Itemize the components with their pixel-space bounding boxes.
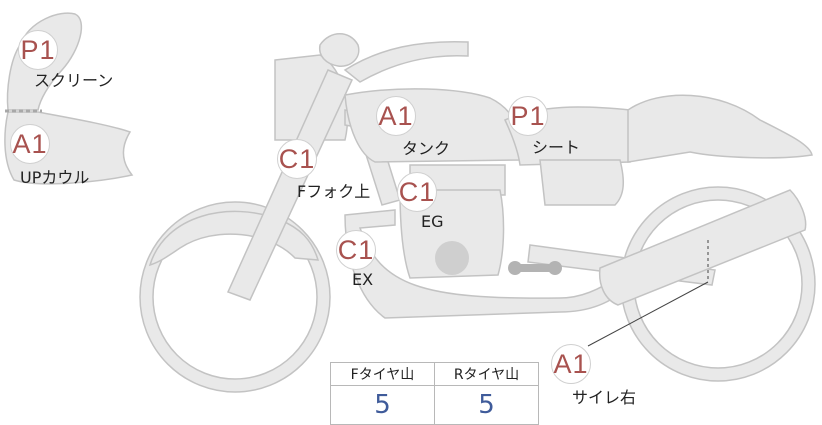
exhaust-grade-tag: C1 (336, 230, 376, 270)
screen-grade-tag: P1 (18, 30, 58, 70)
upper-cowl-grade-tag: A1 (10, 124, 50, 164)
fork-label: Fフォク上 (297, 182, 371, 201)
rear-tire-header: Rタイヤ山 (434, 362, 539, 386)
mirror (318, 33, 360, 67)
exhaust-label: EX (352, 270, 374, 289)
upper-cowl-label: UPカウル (20, 168, 90, 187)
engine-body (399, 189, 505, 279)
front-tire-header: Fタイヤ山 (330, 362, 435, 386)
engine-cover (435, 241, 469, 275)
engine-label: EG (421, 212, 444, 231)
muffler-leader (587, 281, 709, 347)
engine-grade-tag: C1 (397, 172, 437, 212)
rear-tire-value: 5 (434, 385, 539, 425)
seat-label: シート (532, 138, 581, 157)
muffler-part (598, 189, 807, 306)
side-cover (539, 159, 625, 206)
muffler-label: サイレ右 (572, 388, 637, 407)
seat-grade-tag: P1 (508, 96, 548, 136)
tire-tread-table: Fタイヤ山 Rタイヤ山 5 5 (330, 362, 539, 425)
front-tire-value: 5 (330, 385, 435, 425)
screen-label: スクリーン (34, 71, 114, 90)
fork-grade-tag: C1 (277, 139, 317, 179)
tank-label: タンク (402, 139, 451, 158)
muffler-grade-tag: A1 (551, 344, 591, 384)
tank-grade-tag: A1 (376, 96, 416, 136)
front-fork (226, 69, 354, 301)
tail-part (627, 94, 813, 163)
handlebar (343, 40, 469, 83)
